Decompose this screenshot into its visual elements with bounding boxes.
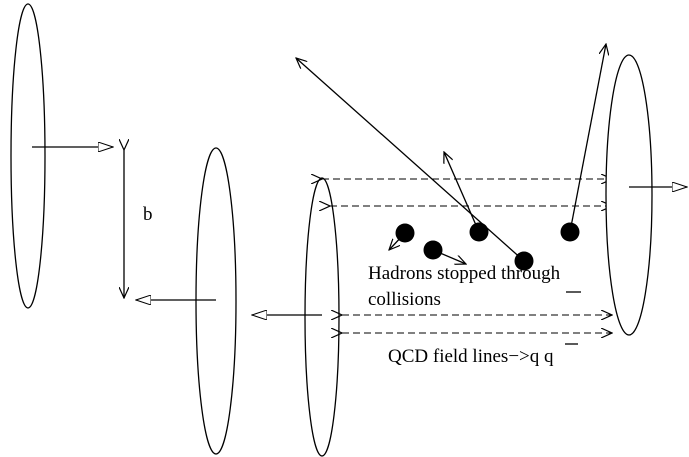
hadron-dot xyxy=(560,222,580,242)
hadrons-label-line2: collisions xyxy=(368,289,441,310)
hadrons xyxy=(296,44,606,271)
nucleus-middle xyxy=(252,177,340,457)
hadron-dot xyxy=(469,222,489,242)
hadron-dot xyxy=(514,251,534,271)
qcd-field-lines-label: QCD field lines−>q q xyxy=(388,346,554,367)
hadron-track xyxy=(444,152,480,233)
hadrons-label-line1: Hadrons stopped through xyxy=(368,263,561,284)
hadron-dot xyxy=(395,223,415,243)
nucleus-right xyxy=(605,54,687,336)
nucleus-left-bottom xyxy=(136,147,237,455)
hadron-track xyxy=(569,44,606,233)
hadron-dot xyxy=(423,240,443,260)
impact-parameter: b xyxy=(124,150,153,298)
impact-parameter-label: b xyxy=(143,204,153,225)
nucleus-left-top xyxy=(10,3,113,309)
qcd-field-lines xyxy=(322,179,612,333)
